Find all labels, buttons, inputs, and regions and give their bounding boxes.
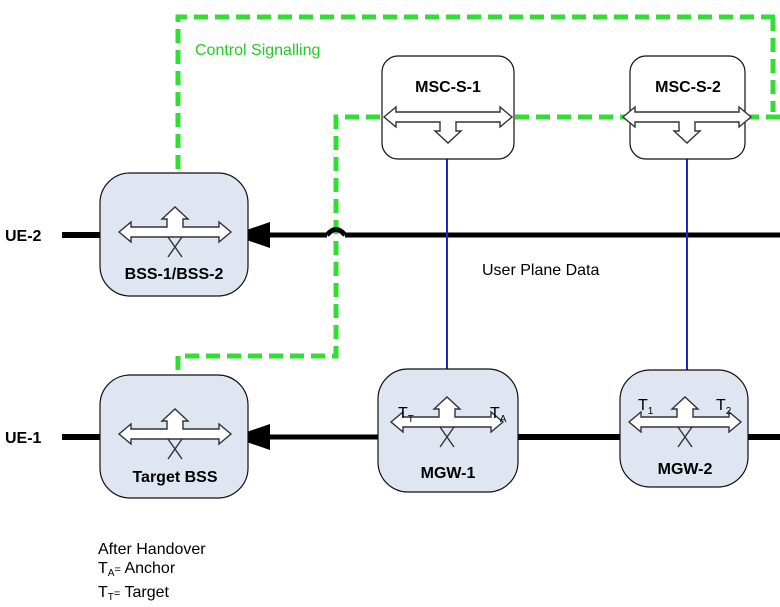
mgw-1-termination-t-t: TT xyxy=(398,405,414,425)
control-signalling-label: Control Signalling xyxy=(195,42,320,59)
mgw-2-label: MGW-2 xyxy=(658,461,713,478)
mgw-1-termination-t-a: TA xyxy=(490,405,507,425)
msc-s-1-label: MSC-S-1 xyxy=(415,79,481,96)
legend-target-row: TT= Target xyxy=(98,584,169,603)
signalling-outer-loop xyxy=(175,14,780,190)
legend-heading: After Handover xyxy=(98,541,206,558)
target-bss-node[interactable]: Target BSS xyxy=(99,374,249,499)
ue-1-label: UE-1 xyxy=(5,430,42,447)
mgw-1-label: MGW-1 xyxy=(421,465,476,482)
msc-s-1-node[interactable]: MSC-S-1 xyxy=(381,55,515,160)
mgw-2-node[interactable]: MGW-2 T1 T2 xyxy=(619,369,749,488)
signalling-msc1-target xyxy=(175,114,380,398)
bss-1-bss-2-label: BSS-1/BSS-2 xyxy=(125,266,224,283)
arrowhead-ue2-row xyxy=(232,222,270,248)
msc-s-2-node[interactable]: MSC-S-2 xyxy=(622,55,752,160)
mgw-2-termination-t-1: T1 xyxy=(638,397,654,417)
bss-1-bss-2-node[interactable]: BSS-1/BSS-2 xyxy=(99,172,249,297)
mgw-1-node[interactable]: MGW-1 TT TA xyxy=(377,368,519,493)
legend-anchor-row: TA= Anchor xyxy=(98,560,176,579)
target-bss-label: Target BSS xyxy=(132,469,217,486)
mgw-2-termination-t-2: T2 xyxy=(716,397,732,417)
arrowhead-ue1-row xyxy=(232,424,270,450)
ue-2-label: UE-2 xyxy=(5,228,42,245)
user-plane-data-label: User Plane Data xyxy=(482,262,599,279)
handover-legend: After Handover TA= Anchor TT= Target xyxy=(98,540,206,607)
msc-s-2-label: MSC-S-2 xyxy=(655,79,721,96)
